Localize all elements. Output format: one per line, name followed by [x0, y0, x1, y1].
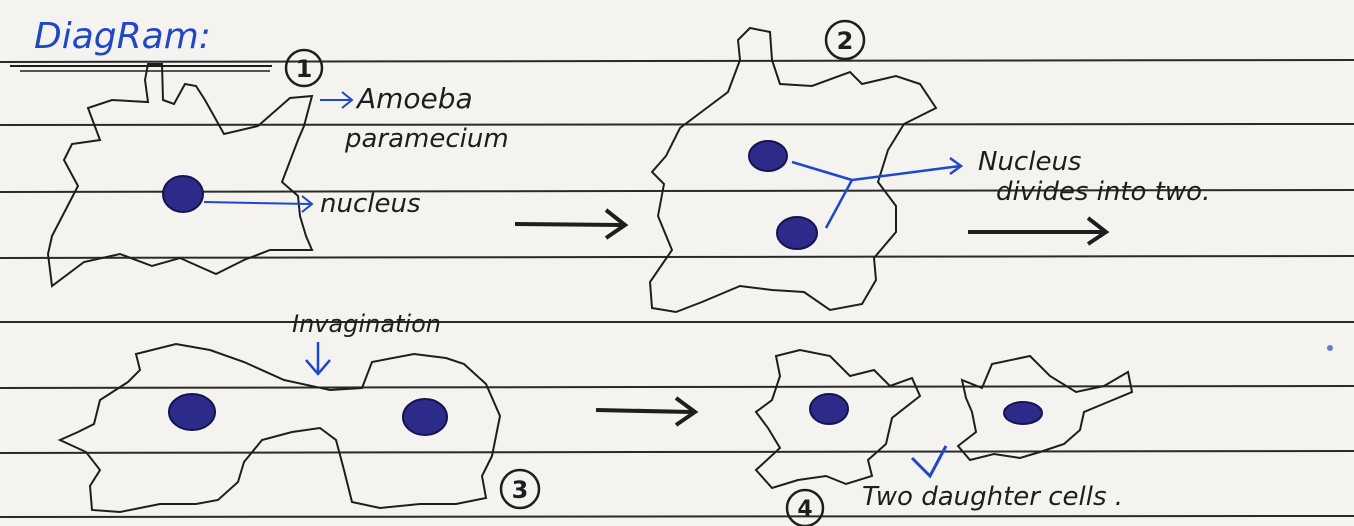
step-number: 4 [797, 497, 812, 522]
label-pointer [204, 202, 310, 204]
amoeba-cell-stage-2 [650, 28, 936, 312]
amoeba-cell-stage-1 [48, 64, 312, 286]
step-1-marker: 1 [286, 50, 322, 86]
step-4-marker: 4 [787, 490, 823, 526]
nucleus [749, 141, 787, 171]
daughter-cells-pointer [912, 446, 946, 476]
nucleus [1004, 402, 1042, 424]
step-number: 3 [512, 476, 529, 504]
process-arrow [596, 398, 695, 425]
nucleus [777, 217, 817, 249]
step-3-marker: 3 [501, 470, 539, 508]
nucleus [169, 394, 215, 430]
ink-dot [1327, 345, 1333, 351]
rule-line [0, 516, 1354, 517]
daughter-cell-right [958, 356, 1132, 460]
ruled-lines [0, 60, 1354, 517]
rule-line [0, 256, 1354, 258]
label-nucleus-divides-line-2: divides into two. [996, 177, 1210, 207]
label-amoeba: Amoeba [355, 82, 473, 115]
diagram-heading: DiagRam: [34, 16, 211, 57]
rule-line [0, 124, 1354, 125]
label-daughter-cells: Two daughter cells . [862, 482, 1123, 512]
rule-line [0, 60, 1354, 62]
invagination-pointer [306, 342, 330, 374]
label-invagination: Invagination [292, 310, 441, 338]
rule-line [0, 386, 1354, 388]
step-number: 1 [296, 55, 313, 83]
rule-line [0, 451, 1354, 453]
step-number: 2 [837, 27, 854, 55]
process-arrow [968, 218, 1106, 244]
step-2-marker: 2 [826, 21, 864, 59]
nucleus [810, 394, 848, 424]
nucleus [163, 176, 203, 212]
process-arrow [515, 210, 625, 238]
division-pointer [792, 158, 961, 228]
label-paramecium: paramecium [344, 124, 509, 154]
label-nucleus-divides-line-1: Nucleus [978, 147, 1081, 177]
label-nucleus: nucleus [320, 189, 421, 219]
nucleus [403, 399, 447, 435]
